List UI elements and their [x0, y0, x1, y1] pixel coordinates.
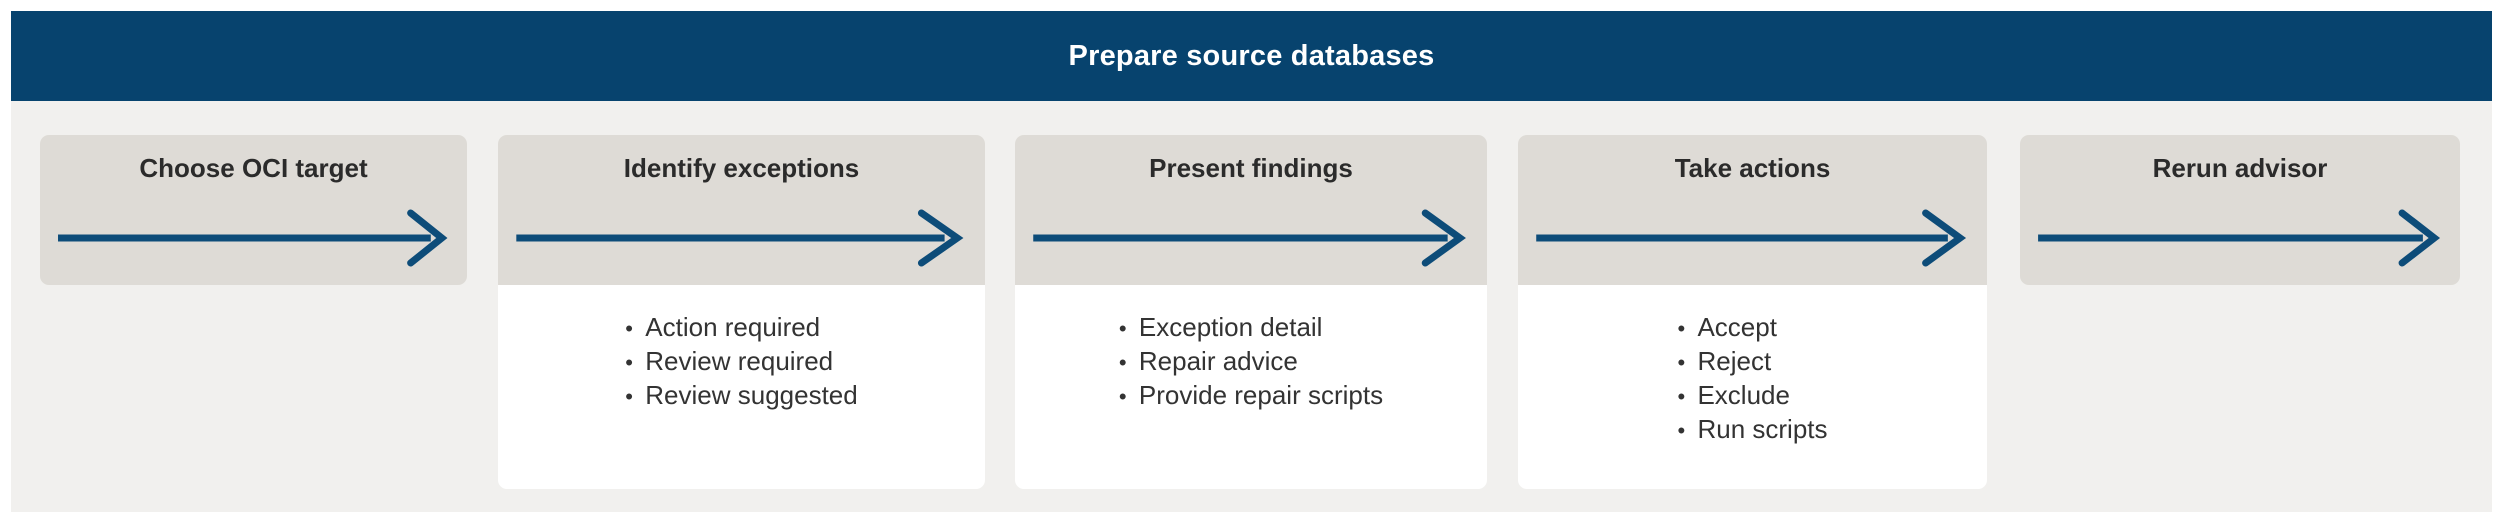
bullet-dot-icon: • [625, 316, 633, 341]
step-header-choose-oci-target: Choose OCI target [40, 135, 467, 285]
step-body-present-findings: • Exception detail • Repair advice • Provide … [1015, 285, 1487, 489]
bullet-label: Action required [645, 312, 821, 342]
bullet-list-wrapper: • Accept • Reject • Exclude • Run scripts [1518, 311, 1987, 447]
banner: Prepare source databases [11, 11, 2492, 101]
bullet-dot-icon: • [1677, 418, 1686, 443]
bullet-dot-icon: • [1677, 384, 1686, 409]
bullet-list-take-actions: • Accept • Reject • Exclude • Run scripts [1677, 311, 1827, 447]
right-arrow-icon [2036, 207, 2452, 269]
step-header-take-actions: Take actions [1518, 135, 1987, 285]
list-item: • Exclude [1677, 379, 1827, 413]
step-body-identify-exceptions: • Action required • Review required • Review … [498, 285, 985, 489]
list-item: • Accept [1677, 311, 1827, 345]
bullet-dot-icon: • [1118, 384, 1127, 409]
bullet-label: Reject [1697, 346, 1772, 376]
banner-title: Prepare source databases [1068, 39, 1435, 72]
bullet-dot-icon: • [1118, 350, 1127, 375]
bullet-label: Review suggested [645, 380, 858, 410]
list-item: • Review required [625, 345, 857, 379]
step-title-take-actions: Take actions [1674, 153, 1831, 183]
bullet-label: Exclude [1697, 380, 1790, 410]
bullet-list-wrapper: • Action required • Review required • Review … [498, 311, 985, 413]
step-title-identify-exceptions: Identify exceptions [623, 153, 860, 183]
step-card-rerun-advisor[interactable]: Rerun advisor [2020, 135, 2460, 285]
bullet-dot-icon: • [625, 384, 633, 409]
bullet-label: Repair advice [1138, 346, 1298, 376]
bullet-dot-icon: • [625, 350, 633, 375]
bullet-list-present-findings: • Exception detail • Repair advice • Provide … [1119, 311, 1383, 413]
bullet-dot-icon: • [1118, 316, 1127, 341]
step-header-present-findings: Present findings [1015, 135, 1487, 285]
step-card-take-actions[interactable]: Take actions • Accept • Reject • Exclude • Run s… [1518, 135, 1987, 489]
bullet-list-wrapper: • Exception detail • Repair advice • Provide … [1015, 311, 1487, 413]
step-card-choose-oci-target[interactable]: Choose OCI target [40, 135, 467, 285]
right-arrow-icon [56, 207, 459, 269]
bullet-dot-icon: • [1677, 350, 1686, 375]
list-item: • Review suggested [625, 379, 857, 413]
bullet-label: Accept [1697, 312, 1777, 342]
step-body-take-actions: • Accept • Reject • Exclude • Run scripts [1518, 285, 1987, 489]
step-card-identify-exceptions[interactable]: Identify exceptions • Action required • Revi… [498, 135, 985, 489]
bullet-label: Provide repair scripts [1138, 380, 1384, 410]
list-item: • Provide repair scripts [1119, 379, 1383, 413]
right-arrow-icon [1534, 207, 1979, 269]
list-item: • Reject [1677, 345, 1827, 379]
bullet-label: Review required [645, 346, 834, 376]
step-card-present-findings[interactable]: Present findings • Exception detail • Repair… [1015, 135, 1487, 489]
list-item: • Action required [625, 311, 857, 345]
step-title-present-findings: Present findings [1149, 153, 1353, 183]
bullet-dot-icon: • [1677, 316, 1686, 341]
bullet-label: Exception detail [1138, 312, 1323, 342]
right-arrow-icon [514, 207, 977, 269]
list-item: • Repair advice [1119, 345, 1383, 379]
bullet-label: Run scripts [1697, 414, 1828, 444]
bullet-list-identify-exceptions: • Action required • Review required • Review … [625, 311, 857, 413]
step-header-identify-exceptions: Identify exceptions [498, 135, 985, 285]
right-arrow-icon [1031, 207, 1479, 269]
step-header-rerun-advisor: Rerun advisor [2020, 135, 2460, 285]
step-title-choose-oci-target: Choose OCI target [139, 153, 368, 183]
step-title-rerun-advisor: Rerun advisor [2152, 153, 2328, 183]
list-item: • Exception detail [1119, 311, 1383, 345]
list-item: • Run scripts [1677, 413, 1827, 447]
